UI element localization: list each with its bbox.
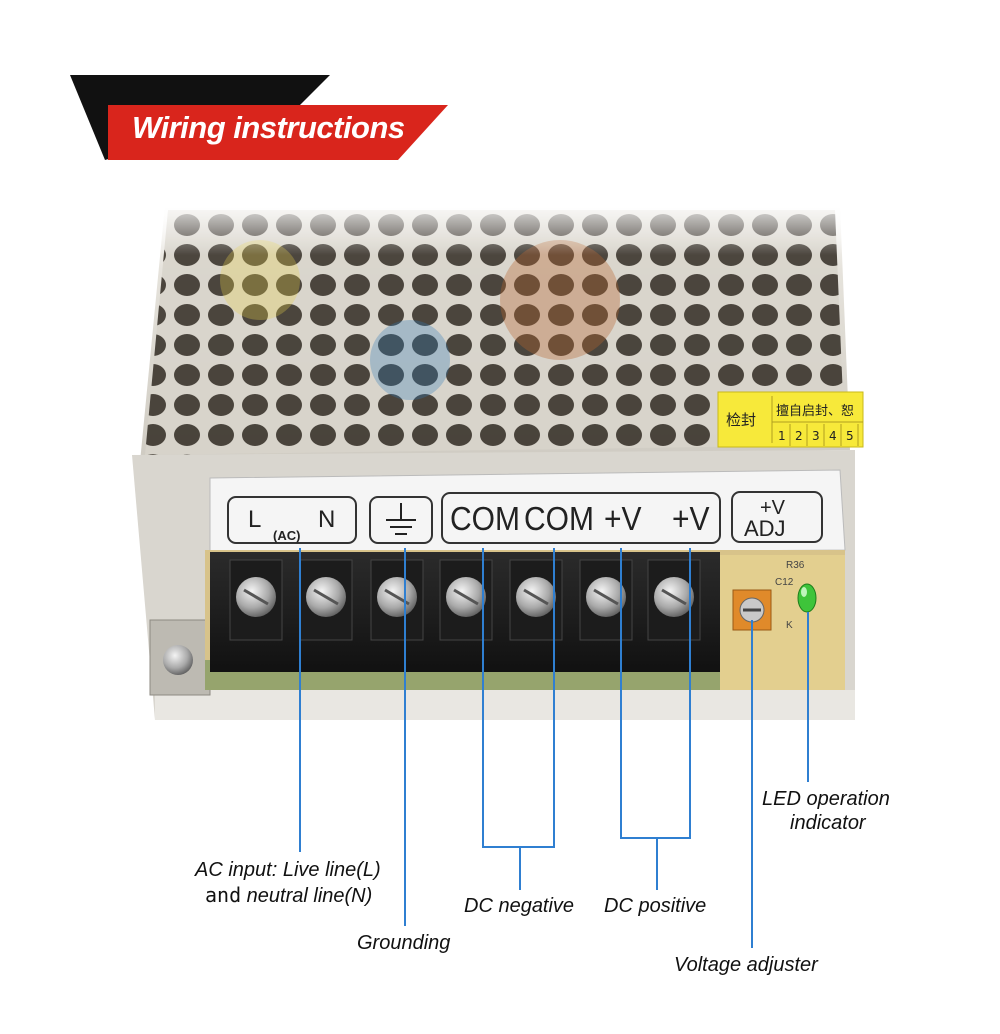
terminal-v-2-label: +V: [672, 500, 710, 538]
mount-screw-icon: [163, 645, 193, 675]
output-label-box: [441, 492, 721, 544]
board-mark-r: R36: [786, 560, 805, 571]
component-cap-yellow: [220, 240, 300, 320]
led-indicator-icon: [797, 583, 817, 613]
wiring-banner: [70, 75, 448, 160]
ac-label-box: [227, 496, 357, 544]
banner-title: Wiring instructions: [132, 110, 405, 145]
sticker-digit: 1: [778, 429, 786, 443]
ground-icon: [386, 503, 416, 535]
sticker-digit: 4: [829, 429, 837, 443]
terminal-ac-label: (AC): [273, 528, 300, 543]
dc-positive-label: DC positive: [604, 895, 707, 917]
component-coil: [500, 240, 620, 360]
ac-input-neutral: neutral line(N): [241, 885, 373, 907]
dc-negative-label: DC negative: [464, 895, 575, 917]
terminal-com-1-label: COM: [450, 500, 520, 538]
voltage-adjuster-label: Voltage adjuster: [674, 954, 818, 976]
sticker-digit: 2: [795, 429, 803, 443]
case-bottom: [155, 690, 855, 720]
banner-red-shape: [108, 105, 448, 160]
terminal-screws: [229, 559, 701, 641]
led-indicator-label-line2: indicator: [790, 812, 866, 834]
ac-input-and: and: [205, 883, 242, 907]
terminal-com-2-label: COM: [524, 500, 594, 538]
board-mark-k: K: [786, 620, 793, 631]
board-mark-c: C12: [775, 577, 794, 588]
terminal-v-1-label: +V: [604, 500, 642, 538]
component-blue: [370, 320, 450, 400]
sticker-text: 擅自启封、恕: [776, 403, 854, 419]
led-indicator-label-line1: LED operation: [762, 788, 890, 810]
adj-label-box: [731, 491, 823, 543]
ground-label-box: [369, 496, 433, 544]
sticker-digit: 5: [846, 429, 854, 443]
adj-bottom-label: ADJ: [744, 516, 786, 541]
grounding-label: Grounding: [357, 932, 451, 954]
sticker-digit: 3: [812, 429, 820, 443]
terminal-n-label: N: [318, 506, 335, 533]
adj-top-label: +V: [760, 497, 786, 519]
ac-input-label-line2: and neutral line(N): [205, 883, 372, 908]
vent-holes: [145, 210, 845, 455]
ac-input-label-line1: AC input: Live line(L): [195, 859, 381, 881]
terminal-l-label: L: [248, 506, 261, 533]
sticker-label: 检封: [726, 411, 756, 429]
top-fade: [140, 195, 860, 255]
